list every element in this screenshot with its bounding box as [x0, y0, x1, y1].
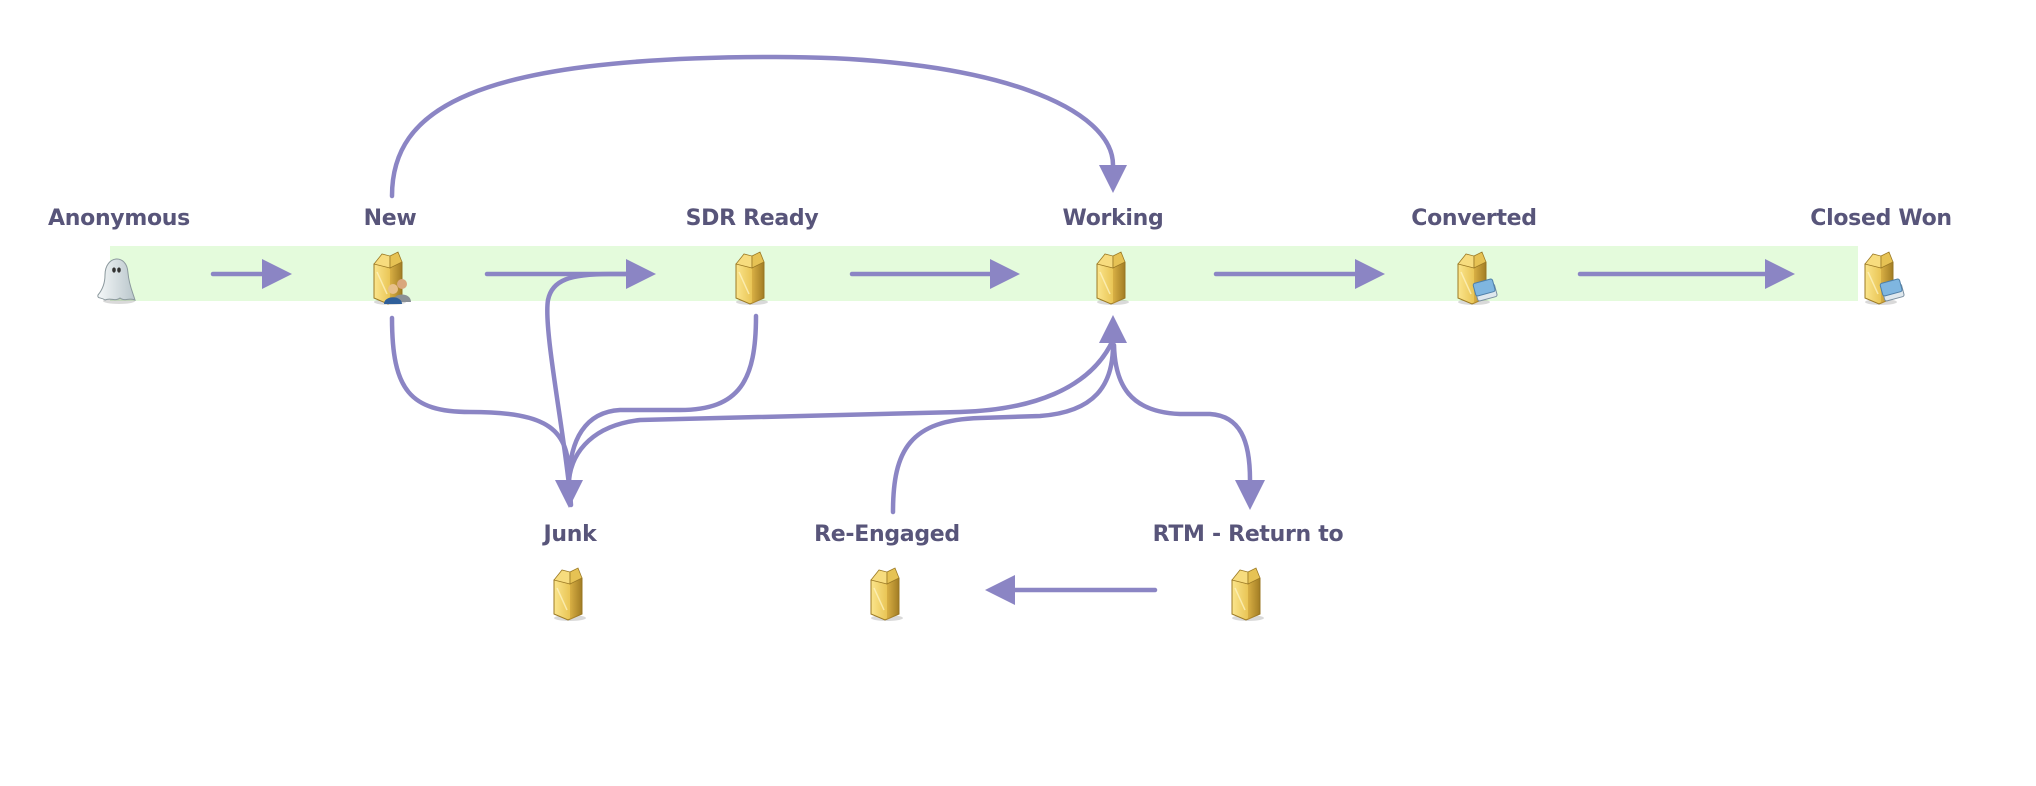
box-card-icon[interactable]: [1853, 246, 1909, 306]
converted-to-closed-won-arrowhead: [1765, 259, 1795, 289]
sdr-ready-to-working-arrowhead: [990, 259, 1020, 289]
node-label-anonymous: Anonymous: [48, 206, 190, 231]
node-label-rtm: RTM - Return to: [1152, 522, 1344, 547]
working-up-arrowhead: [1099, 315, 1127, 343]
node-label-new: New: [363, 206, 417, 231]
rtm-arrowhead: [1235, 480, 1265, 510]
junk-to-sdr-ready-line: [545, 271, 630, 508]
new-to-junk-line: [389, 315, 572, 481]
node-label-re-engaged: Re-Engaged: [814, 522, 960, 547]
node-label-working: Working: [1062, 206, 1164, 231]
node-label-closed-won: Closed Won: [1810, 206, 1952, 231]
box-icon[interactable]: [1220, 562, 1276, 622]
ghost-icon[interactable]: [89, 245, 145, 305]
working-to-junk-line: [566, 337, 1116, 483]
node-label-sdr-ready: SDR Ready: [685, 206, 819, 231]
junk-arrowhead: [555, 480, 583, 508]
node-label-converted: Converted: [1411, 206, 1537, 231]
box-people-icon[interactable]: [362, 246, 418, 306]
box-icon[interactable]: [1085, 246, 1141, 306]
sdr-ready-to-junk-line: [566, 313, 759, 483]
rtm-to-re-engaged-arrowhead: [985, 575, 1015, 605]
re-engaged-to-working-line: [890, 342, 1116, 515]
box-icon[interactable]: [724, 246, 780, 306]
new-to-working-arrowhead: [1099, 165, 1127, 193]
new-to-sdr-ready-arrowhead: [626, 259, 656, 289]
anonymous-to-new-arrowhead: [262, 259, 292, 289]
node-label-junk: Junk: [543, 522, 597, 547]
new-to-working-arc: [389, 54, 1116, 199]
box-icon[interactable]: [859, 562, 915, 622]
working-to-rtm-line: [1111, 342, 1253, 483]
box-icon[interactable]: [542, 562, 598, 622]
working-to-converted-arrowhead: [1355, 259, 1385, 289]
box-card-icon[interactable]: [1446, 246, 1502, 306]
